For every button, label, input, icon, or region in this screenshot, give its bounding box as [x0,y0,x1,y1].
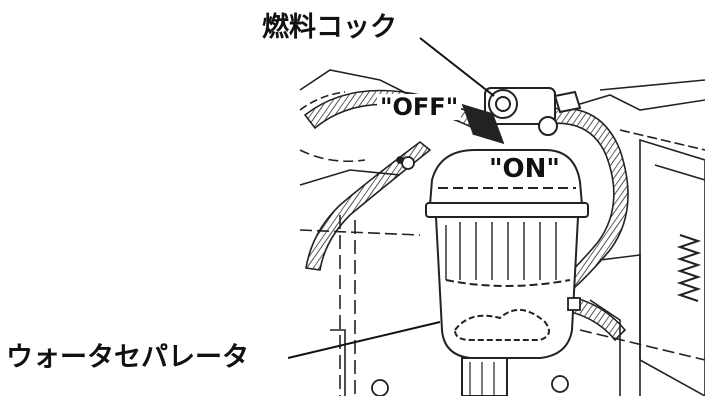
fuel-cock-label: 燃料コック [262,12,397,43]
spring [676,234,702,302]
fuel-cock-leader [419,37,495,97]
water-separator-label: ウォータセパレータ [6,342,249,373]
separator-bowl [434,216,580,396]
fuel-cock [484,87,582,136]
on-position-label: "ON" [486,155,563,183]
water-separator-leader [287,321,441,359]
off-on-arrow [461,103,505,145]
machine-frame [299,69,705,396]
fittings [371,156,581,396]
off-position-label: "OFF" [377,94,462,120]
